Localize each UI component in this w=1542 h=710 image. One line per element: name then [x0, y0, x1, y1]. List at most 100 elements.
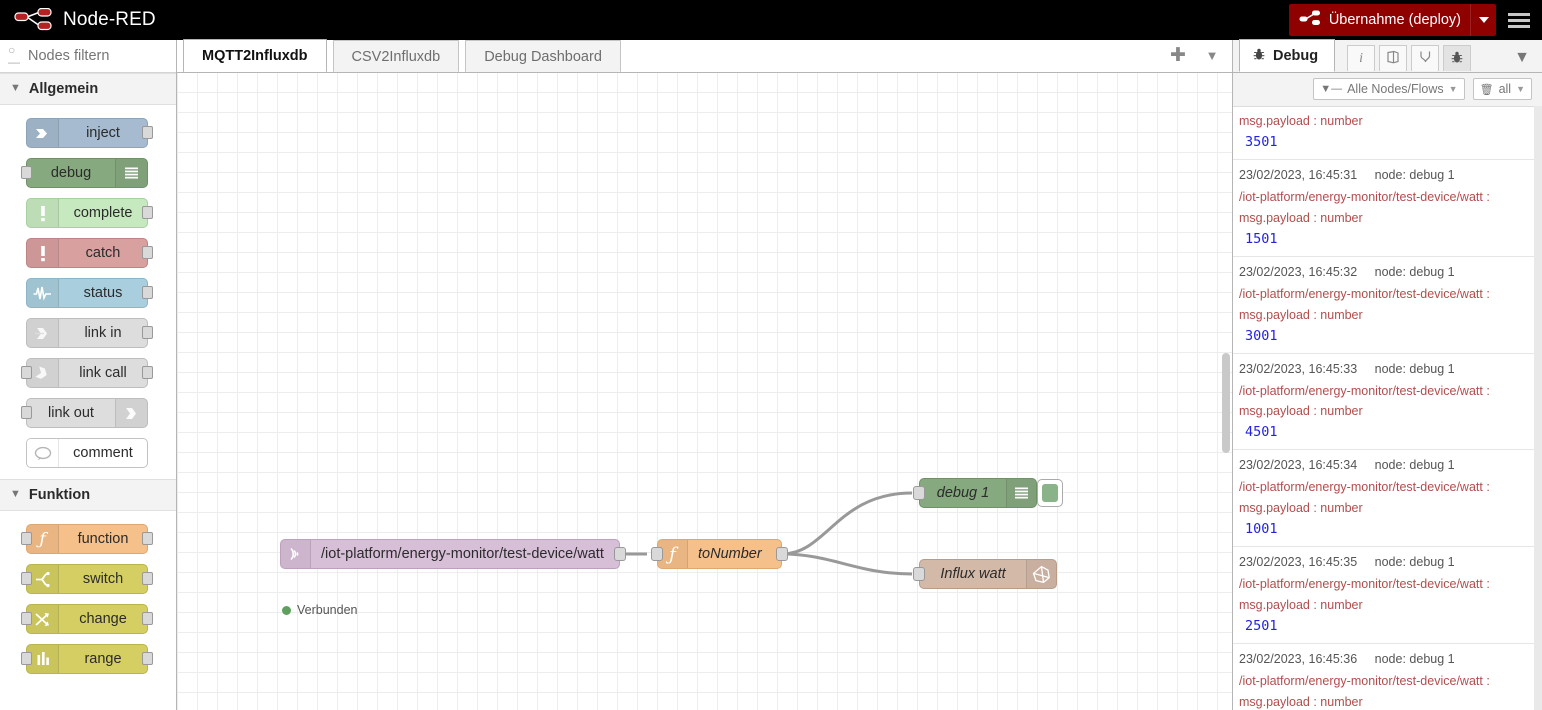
header-actions: Übernahme (deploy)	[1288, 0, 1542, 40]
palette-node-link-call[interactable]: link call	[0, 353, 176, 393]
trash-icon: 🗑	[1479, 83, 1494, 96]
palette-category-funktion[interactable]: ▼ Funktion	[0, 479, 176, 511]
debug-property: msg.payload : number	[1239, 307, 1363, 322]
palette-node-complete[interactable]: complete	[0, 193, 176, 233]
tab-actions: ✚ ▼	[1164, 39, 1232, 72]
debug-property: msg.payload : number	[1239, 501, 1363, 515]
palette-node-switch[interactable]: switch	[0, 559, 176, 599]
debug-header: 23/02/2023, 16:45:36 node: debug 1	[1239, 649, 1527, 670]
palette-node-change[interactable]: change	[0, 599, 176, 639]
palette-node-inject[interactable]: inject	[0, 113, 176, 153]
sidebar-tab-row: Debug i	[1233, 39, 1542, 73]
palette-node-label: link call	[79, 365, 127, 381]
palette-node-label: switch	[82, 571, 124, 587]
palette-category-label: Funktion	[28, 487, 91, 503]
flow-canvas[interactable]: /iot-platform/energy-monitor/test-device…	[177, 73, 1232, 710]
output-port[interactable]	[142, 126, 153, 139]
input-port[interactable]	[21, 532, 32, 545]
palette-search-row[interactable]: ○—	[0, 40, 176, 73]
flow-node-label: debug 1	[936, 485, 990, 501]
output-port[interactable]	[142, 206, 153, 219]
flow-node-influx-watt[interactable]: Influx watt	[913, 559, 1057, 589]
debug-tab-button[interactable]	[1443, 45, 1472, 71]
debug-list-scrollbar[interactable]	[1534, 106, 1542, 710]
palette-category-allgemein[interactable]: ▼ Allgemein	[0, 73, 176, 105]
config-nodes-tab-button[interactable]	[1411, 45, 1440, 71]
debug-clear-select[interactable]: 🗑 all ▼	[1472, 78, 1532, 100]
output-port[interactable]	[142, 652, 153, 665]
deploy-options-button[interactable]	[1470, 4, 1496, 36]
output-port[interactable]	[142, 286, 153, 299]
canvas-vertical-scrollbar[interactable]	[1222, 353, 1230, 453]
debug-header: 23/02/2023, 16:45:32 node: debug 1	[1239, 262, 1527, 283]
sidebar-more-button[interactable]: ▼	[1514, 49, 1542, 72]
input-port[interactable]	[913, 486, 925, 500]
add-flow-button[interactable]: ✚	[1164, 42, 1192, 70]
flow-node-mqtt-in[interactable]: /iot-platform/energy-monitor/test-device…	[280, 539, 626, 569]
tab-csv2influxdb[interactable]: CSV2Influxdb	[332, 40, 460, 72]
output-port[interactable]	[142, 572, 153, 585]
output-port[interactable]	[142, 246, 153, 259]
debug-filter-select[interactable]: ▼— Alle Nodes/Flows ▼	[1313, 78, 1465, 100]
debug-topic: /iot-platform/energy-monitor/test-device…	[1239, 190, 1490, 204]
output-port[interactable]	[142, 532, 153, 545]
main-menu-button[interactable]	[1496, 0, 1542, 40]
output-port[interactable]	[142, 366, 153, 379]
deploy-label: Übernahme (deploy)	[1328, 12, 1461, 28]
debug-message[interactable]: 23/02/2023, 16:45:35 node: debug 1 /iot-…	[1233, 547, 1535, 644]
flow-tab-bar: MQTT2Influxdb CSV2Influxdb Debug Dashboa…	[177, 39, 1232, 73]
palette-node-label: catch	[85, 245, 121, 261]
debug-message[interactable]: msg.payload : number 3501	[1233, 107, 1535, 160]
link-in-icon	[27, 319, 59, 347]
debug-message-list[interactable]: msg.payload : number 3501 23/02/2023, 16…	[1233, 106, 1535, 710]
link-call-icon	[27, 359, 59, 387]
debug-message[interactable]: 23/02/2023, 16:45:36 node: debug 1 /iot-…	[1233, 644, 1535, 710]
output-port[interactable]	[614, 547, 626, 561]
palette-node-range[interactable]: range	[0, 639, 176, 679]
tab-debug-dashboard[interactable]: Debug Dashboard	[465, 40, 621, 72]
input-port[interactable]	[651, 547, 663, 561]
debug-value: 1001	[1245, 521, 1278, 537]
palette-node-status[interactable]: status	[0, 273, 176, 313]
debug-message[interactable]: 23/02/2023, 16:45:31 node: debug 1 /iot-…	[1233, 160, 1535, 257]
exclamation-icon	[27, 199, 59, 227]
palette-filter-input[interactable]	[28, 48, 168, 64]
palette-node-comment[interactable]: comment	[0, 433, 176, 473]
palette-node-function[interactable]: ƒ function	[0, 519, 176, 559]
config-nodes-icon	[1419, 50, 1432, 67]
input-port[interactable]	[21, 406, 32, 419]
debug-message[interactable]: 23/02/2023, 16:45:34 node: debug 1 /iot-…	[1233, 450, 1535, 547]
debug-message[interactable]: 23/02/2023, 16:45:33 node: debug 1 /iot-…	[1233, 354, 1535, 451]
palette-node-link-out[interactable]: link out	[0, 393, 176, 433]
tab-mqtt2influxdb[interactable]: MQTT2Influxdb	[183, 39, 327, 72]
flow-list-button[interactable]: ▼	[1198, 42, 1226, 70]
debug-active-badge[interactable]	[1037, 479, 1063, 507]
info-tab-button[interactable]: i	[1347, 45, 1376, 71]
output-port[interactable]	[142, 612, 153, 625]
input-port[interactable]	[21, 166, 32, 179]
palette-node-catch[interactable]: catch	[0, 233, 176, 273]
palette-node-link-in[interactable]: link in	[0, 313, 176, 353]
debug-value: 3001	[1245, 327, 1278, 344]
input-port[interactable]	[913, 567, 925, 581]
switch-branch-icon	[27, 565, 59, 593]
palette-category-funktion-body: ƒ function switch	[0, 511, 176, 685]
input-port[interactable]	[21, 366, 32, 379]
mqtt-signal-icon	[281, 540, 311, 568]
input-port[interactable]	[21, 612, 32, 625]
help-tab-button[interactable]	[1379, 45, 1408, 71]
output-port[interactable]	[142, 326, 153, 339]
input-port[interactable]	[21, 652, 32, 665]
sidebar-tab-debug[interactable]: Debug	[1239, 39, 1336, 72]
debug-topic: /iot-platform/energy-monitor/test-device…	[1239, 383, 1490, 398]
input-port[interactable]	[21, 572, 32, 585]
output-port[interactable]	[776, 547, 788, 561]
palette-node-debug[interactable]: debug	[0, 153, 176, 193]
debug-source-node: node: debug 1	[1374, 264, 1455, 279]
flow-node-tonumber[interactable]: ƒ toNumber	[651, 539, 788, 569]
palette-scroll-area[interactable]: ▼ Allgemein inject debug	[0, 73, 176, 710]
flow-node-debug-1[interactable]: debug 1	[913, 478, 1063, 508]
debug-message[interactable]: 23/02/2023, 16:45:32 node: debug 1 /iot-…	[1233, 257, 1535, 354]
deploy-button[interactable]: Übernahme (deploy)	[1288, 4, 1496, 36]
tab-label: CSV2Influxdb	[351, 48, 441, 65]
